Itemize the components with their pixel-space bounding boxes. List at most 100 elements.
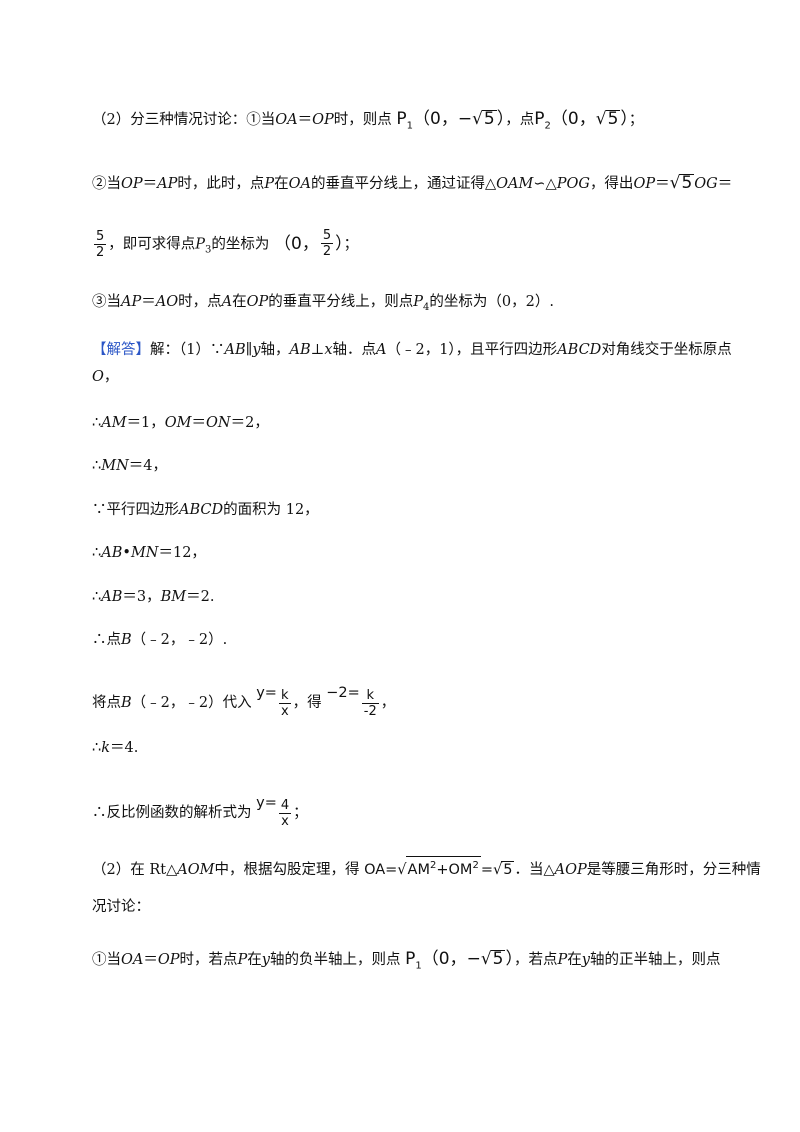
text-fragment: ∴ bbox=[92, 458, 102, 474]
text-fragment: 时，点 bbox=[178, 294, 222, 310]
text-fragment: （0， bbox=[550, 109, 596, 129]
text-fragment: ⊥ bbox=[310, 342, 325, 358]
text-fragment: P bbox=[557, 952, 568, 968]
text-fragment: y bbox=[261, 952, 270, 968]
line-point-b: ∴点B（﹣2，﹣2）. bbox=[92, 629, 740, 651]
text-fragment: ＝ bbox=[191, 415, 207, 431]
text-fragment: y bbox=[252, 342, 261, 358]
line-am-om-on: ∴AM＝1，OM＝ON＝2， bbox=[92, 412, 740, 434]
text-fragment: ＝2， bbox=[230, 415, 269, 431]
text-fragment: OAM bbox=[496, 176, 534, 192]
text-fragment: ＝4. bbox=[110, 740, 139, 756]
text-fragment: ∵平行四边形 bbox=[92, 502, 179, 518]
text-fragment: 时，此时，点 bbox=[177, 176, 265, 192]
text-fragment: • bbox=[122, 545, 131, 561]
text-fragment: 时，若点 bbox=[179, 952, 238, 968]
text-fragment: 5 bbox=[679, 173, 695, 193]
text-fragment: ．当△ bbox=[514, 861, 555, 878]
text-fragment: AM2+OM2 bbox=[405, 856, 481, 879]
text-fragment: ∴ bbox=[92, 740, 102, 756]
text-fragment: ＝1， bbox=[126, 415, 165, 431]
text-fragment: AB bbox=[224, 342, 246, 358]
text-fragment: ＝ bbox=[297, 112, 313, 128]
text-fragment: x bbox=[324, 342, 333, 358]
sqrt-five: √5 bbox=[670, 173, 695, 193]
text-fragment: ＝ bbox=[655, 176, 670, 192]
text-fragment: ，得 bbox=[292, 695, 322, 711]
text-fragment: ，点 bbox=[505, 112, 535, 128]
text-fragment: ON bbox=[206, 415, 231, 431]
text-fragment: （﹣2，﹣2）. bbox=[131, 632, 228, 648]
text-fragment: 的坐标为 bbox=[211, 236, 270, 253]
text-fragment: OM bbox=[164, 415, 192, 431]
text-fragment: ； bbox=[343, 236, 359, 253]
text-fragment: k bbox=[278, 688, 291, 704]
text-fragment: y= bbox=[256, 795, 277, 811]
text-fragment: 时，则点 bbox=[333, 112, 392, 128]
text-fragment: 解：（1）∵ bbox=[150, 342, 225, 358]
text-fragment: k bbox=[101, 740, 111, 756]
text-fragment: AB bbox=[289, 342, 311, 358]
text-fragment: ＝ bbox=[141, 294, 156, 310]
script-fragment: 3 bbox=[205, 244, 212, 256]
text-fragment: ＝ bbox=[717, 176, 733, 192]
text-fragment: x bbox=[281, 813, 289, 829]
text-fragment: MN bbox=[130, 545, 159, 561]
line-cases-intro: 况讨论： bbox=[92, 896, 740, 918]
text-fragment: 中，根据勾股定理，得 bbox=[214, 861, 360, 878]
text-fragment: OA bbox=[288, 176, 312, 192]
point-p1: P1（0，−√5） bbox=[396, 109, 506, 131]
text-fragment: ∴ bbox=[92, 545, 102, 561]
text-fragment: P bbox=[396, 109, 407, 129]
text-fragment: P bbox=[237, 952, 248, 968]
text-fragment: √ bbox=[480, 949, 492, 969]
line-case-ap-ao: ③当AP＝AO时，点A在OP的垂直平分线上，则点P4的坐标为（0，2）. bbox=[92, 291, 740, 319]
text-fragment: ∴反比例函数的解析式为 bbox=[92, 805, 252, 821]
line-mn: ∴MN＝4， bbox=[92, 455, 740, 477]
text-fragment: AM bbox=[407, 861, 430, 878]
text-fragment: 5 bbox=[94, 229, 107, 245]
text-fragment: B bbox=[121, 632, 132, 648]
text-fragment: 2 bbox=[322, 244, 332, 259]
text-fragment: ABCD bbox=[179, 502, 224, 518]
line-ab-bm: ∴AB＝3，BM＝2. bbox=[92, 586, 740, 608]
formula-oa-sqrt: OA=√AM2+OM2=√5 bbox=[364, 856, 515, 878]
point-p1-detail: P1（0，−√5） bbox=[405, 949, 514, 971]
line-pythagoras: （2）在 Rt△AOM中，根据勾股定理，得 OA=√AM2+OM2=√5．当△A… bbox=[92, 856, 761, 881]
text-fragment: 在 bbox=[567, 952, 582, 968]
text-fragment: 5 bbox=[490, 949, 506, 969]
text-fragment: （0， bbox=[274, 233, 319, 254]
text-fragment: （﹣2，﹣2）代入 bbox=[131, 695, 252, 711]
text-fragment: AM bbox=[101, 415, 127, 431]
line-case-oa-op-summary: （2）分三种情况讨论：①当OA＝OP时，则点 P1（0，−√5），点P2（0，√… bbox=[92, 108, 740, 137]
text-fragment: 轴的正半轴上，则点 bbox=[589, 952, 721, 968]
text-fragment: OP bbox=[246, 294, 269, 310]
text-fragment: ＝ bbox=[143, 952, 158, 968]
text-fragment: ， bbox=[380, 695, 396, 711]
text-fragment: 况讨论： bbox=[92, 899, 150, 915]
line-case-oa-op-detail: ①当OA＝OP时，若点P在y轴的负半轴上，则点 P1（0，−√5），若点P在y轴… bbox=[92, 948, 740, 977]
text-fragment: O bbox=[92, 369, 104, 385]
text-fragment: ） bbox=[496, 109, 506, 129]
text-fragment: ①当 bbox=[92, 952, 121, 968]
text-fragment: （﹣2，1），且平行四边形 bbox=[386, 342, 558, 358]
text-fragment: −2= bbox=[326, 685, 360, 701]
text-fragment: ） bbox=[620, 109, 629, 129]
formula-neg2-eq: −2=k-2 bbox=[326, 685, 381, 719]
text-fragment: 轴的负半轴上，则点 bbox=[269, 952, 401, 968]
text-fragment: ，得出 bbox=[589, 176, 634, 192]
text-fragment: 5 bbox=[481, 109, 497, 129]
solution-tag: 【解答】 bbox=[92, 342, 150, 358]
text-fragment: B bbox=[121, 695, 132, 711]
text-fragment: ＝12， bbox=[158, 545, 206, 561]
text-fragment: BM bbox=[160, 589, 187, 605]
text-fragment: 轴．点 bbox=[332, 342, 377, 358]
text-fragment: P bbox=[195, 236, 206, 253]
script-fragment: 2 bbox=[472, 860, 479, 871]
